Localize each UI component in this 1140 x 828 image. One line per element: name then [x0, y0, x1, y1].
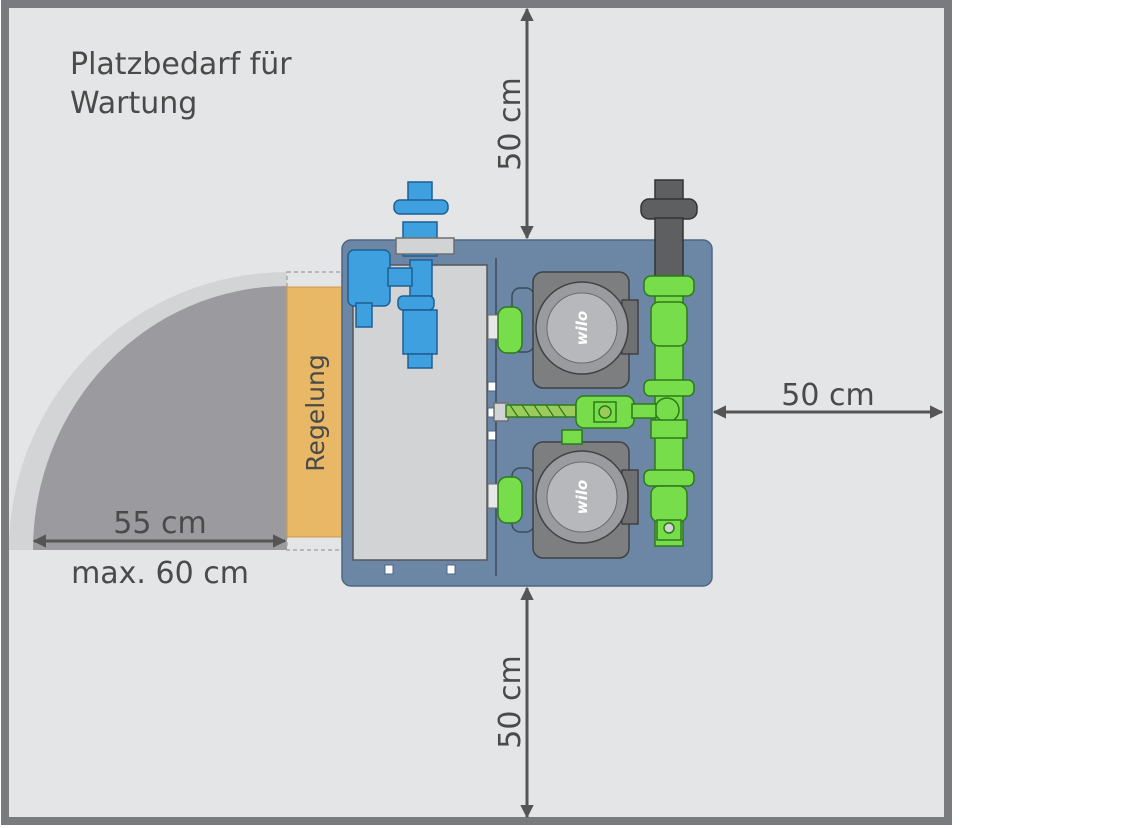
dimension-label-left: 55 cm [113, 506, 206, 541]
blue-valve-assembly [347, 181, 455, 369]
dimension-label-right: 50 cm [781, 378, 874, 413]
mounting-holes [384, 381, 497, 575]
title-line-1: Platzbedarf für [70, 47, 292, 82]
dimension-label-top: 50 cm [493, 77, 528, 170]
dimension-label-bottom: 50 cm [493, 655, 528, 748]
pump-brand-top: wilo [573, 311, 591, 345]
pump-bottom: wilo [511, 441, 639, 559]
controller-label: Regelung [301, 354, 330, 471]
green-pipe-assembly [493, 275, 695, 547]
dimension-label-left-max: max. 60 cm [71, 556, 249, 591]
title-line-2: Wartung [70, 86, 197, 121]
pump-top: wilo [511, 271, 639, 389]
pump-brand-bottom: wilo [573, 480, 591, 514]
door-swing-area [33, 286, 287, 550]
